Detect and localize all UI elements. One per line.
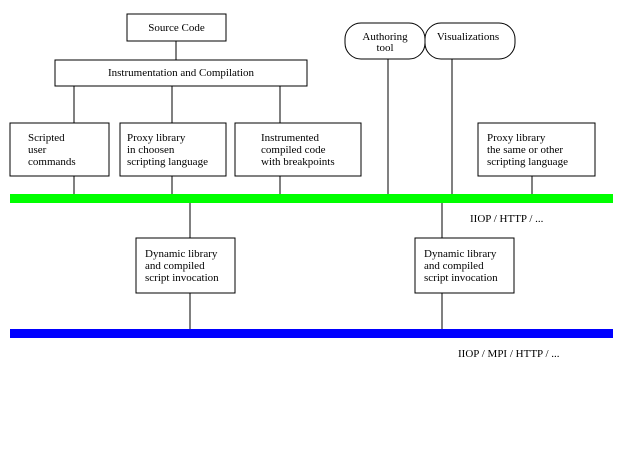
proxy-chosen-label-line1: Proxy library <box>127 132 186 144</box>
source-code-label: Source Code <box>148 22 205 34</box>
dynamic-library-right-box: Dynamic library and compiled script invo… <box>414 237 515 294</box>
proxy-other-label-line1: Proxy library <box>487 132 546 144</box>
scripted-user-commands-box: Scripted user commands <box>9 122 110 177</box>
instrumentation-box: Instrumentation and Compilation <box>54 59 308 87</box>
instrumented-label-line1: Instrumented <box>261 132 320 144</box>
authoring-tool-box: Authoring tool <box>344 22 426 60</box>
blue-bus-label: IIOP / MPI / HTTP / ... <box>458 348 560 360</box>
dynamic-left-label-line2: and compiled <box>145 260 205 272</box>
green-bus-label: IIOP / HTTP / ... <box>470 213 544 225</box>
authoring-tool-label-line1: Authoring <box>362 31 408 43</box>
proxy-other-label-line2: the same or other <box>487 144 563 156</box>
scripted-label-line1: Scripted <box>28 132 65 144</box>
proxy-library-chosen-box: Proxy library in choosen scripting langu… <box>119 122 227 177</box>
dynamic-right-label-line1: Dynamic library <box>424 248 497 260</box>
proxy-chosen-label-line3: scripting language <box>127 156 208 168</box>
blue-bus <box>10 329 613 338</box>
dynamic-library-left-box: Dynamic library and compiled script invo… <box>135 237 236 294</box>
visualizations-box: Visualizations <box>424 22 516 60</box>
green-bus <box>10 194 613 203</box>
scripted-label-line2: user <box>28 144 47 156</box>
dynamic-right-label-line2: and compiled <box>424 260 484 272</box>
source-code-box: Source Code <box>126 13 227 42</box>
instrumentation-label: Instrumentation and Compilation <box>108 67 255 79</box>
proxy-library-other-box: Proxy library the same or other scriptin… <box>477 122 596 177</box>
proxy-chosen-label-line2: in choosen <box>127 144 175 156</box>
scripted-label-line3: commands <box>28 156 76 168</box>
authoring-tool-label-line2: tool <box>376 42 393 54</box>
dynamic-right-label-line3: script invocation <box>424 272 498 284</box>
dynamic-left-label-line3: script invocation <box>145 272 219 284</box>
instrumented-label-line3: with breakpoints <box>261 156 335 168</box>
visualizations-label: Visualizations <box>437 31 499 43</box>
connectors <box>73 41 533 329</box>
instrumented-label-line2: compiled code <box>261 144 326 156</box>
proxy-other-label-line3: scripting language <box>487 156 568 168</box>
dynamic-left-label-line1: Dynamic library <box>145 248 218 260</box>
instrumented-code-box: Instrumented compiled code with breakpoi… <box>234 122 362 177</box>
